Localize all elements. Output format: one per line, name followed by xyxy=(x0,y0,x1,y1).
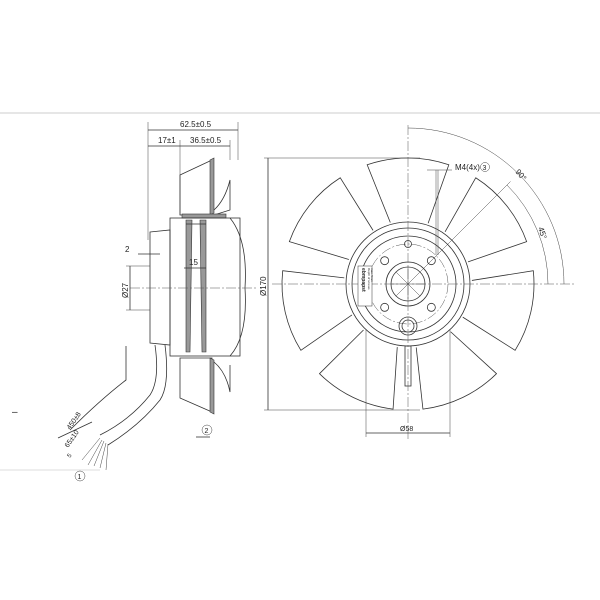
angle-ray-45 xyxy=(407,181,511,285)
label-text-1: Depth of screws xyxy=(367,268,371,290)
fan-blade xyxy=(281,270,353,351)
callout-cable-circle xyxy=(74,470,86,482)
fan-blade xyxy=(288,177,374,260)
logo-text: ebmpapst xyxy=(360,268,366,292)
angle-arc-45 xyxy=(506,184,549,285)
label-text-2: max. 5mm xyxy=(370,268,374,283)
shaft-cross xyxy=(395,283,409,297)
mounting-hole xyxy=(426,256,436,266)
callout-thread: 3 xyxy=(483,165,487,172)
shaft-cross xyxy=(395,271,409,285)
dim-shaft-step-label: 2 xyxy=(125,245,130,254)
dim-cable-length-label: 450±8 xyxy=(66,411,83,431)
angle-inner-label: 45° xyxy=(536,226,548,240)
angle-arc-90 xyxy=(407,127,565,285)
fan-blade xyxy=(444,177,528,263)
dim-overall-length-label: 62.5±0.5 xyxy=(180,120,212,129)
front-view-labels: Ø170 Ø58 M4(4x) 3 90° 45° ebmpapst Depth… xyxy=(259,157,548,437)
left-marker: – xyxy=(12,407,18,418)
mounting-hole xyxy=(426,302,436,312)
callout-airflow: 2 xyxy=(205,428,209,435)
side-view: 62.5±0.5 17±1 36.5±0.5 Ø27 2 15 xyxy=(57,120,258,482)
mounting-hole xyxy=(380,256,390,266)
callout-cable: 1 xyxy=(78,474,82,481)
front-view xyxy=(272,125,575,440)
ebmpapst-logo-label xyxy=(357,265,373,307)
dim-inner-width-label: 15 xyxy=(189,258,198,267)
fan-blade xyxy=(318,329,398,410)
angle-outer-label: 90° xyxy=(513,168,528,183)
fan-blade xyxy=(415,331,498,410)
mounting-hole xyxy=(380,302,390,312)
dim-hub-offset-label: 17±1 xyxy=(158,136,176,145)
dim-hub-diameter-label: Ø58 xyxy=(400,426,413,433)
thread-label: M4(4x) xyxy=(455,163,480,172)
shaft-cross xyxy=(407,283,421,297)
dim-shaft-diameter-label: Ø27 xyxy=(121,282,130,298)
dim-blade-depth-label: 36.5±0.5 xyxy=(190,136,222,145)
dim-end-strip-label: 5 xyxy=(67,452,74,459)
dim-strip-length-label: 65±10 xyxy=(64,429,81,449)
fan-blade xyxy=(462,270,535,351)
dim-outer-diameter-label: Ø170 xyxy=(259,276,268,296)
